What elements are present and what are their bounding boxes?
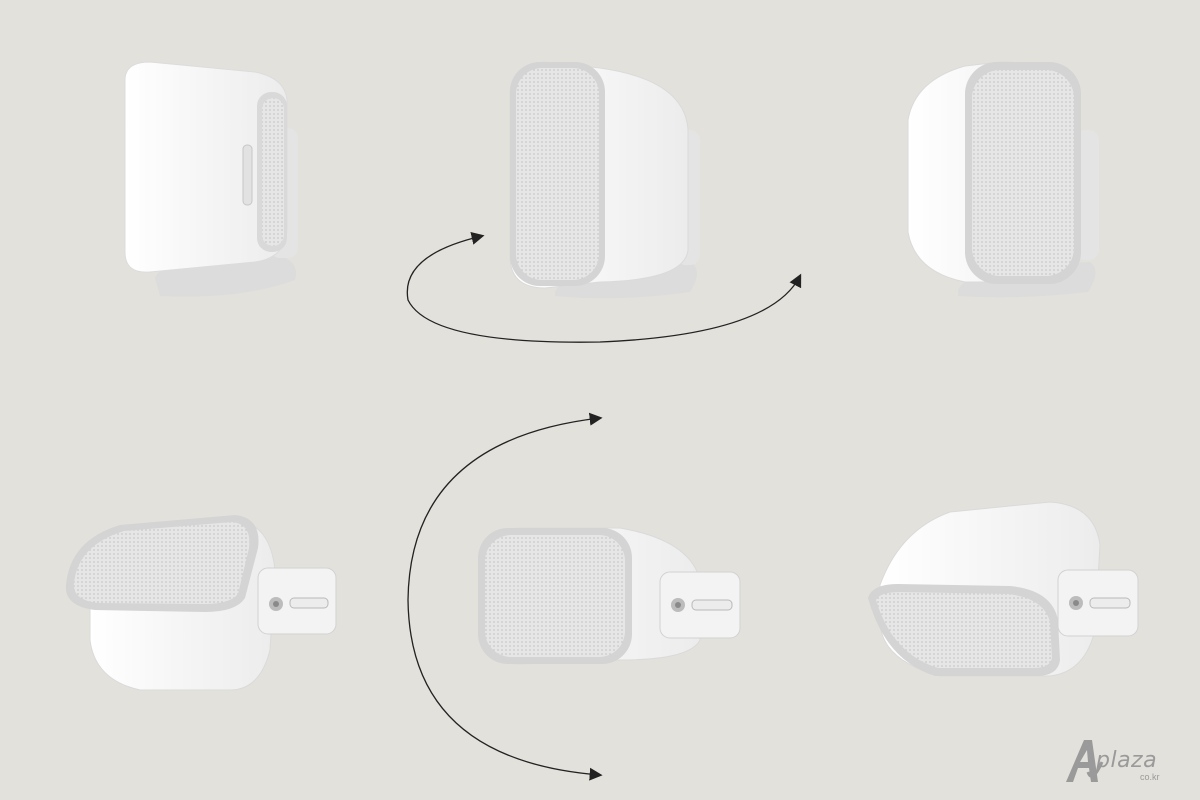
speaker-side-vertical — [124, 61, 298, 297]
speaker-horizontal-front — [478, 527, 741, 665]
speaker-horizontal-tilted-down — [868, 501, 1139, 677]
speaker-front-vertical — [509, 61, 700, 299]
watermark: plaza co.kr — [1062, 732, 1172, 788]
av-logo-icon — [1066, 740, 1104, 782]
vertical-rotation-arrow — [407, 412, 603, 781]
watermark-brand: plaza — [1096, 748, 1158, 773]
speaker-angled-vertical — [907, 61, 1099, 298]
speaker-horizontal-tilted-up — [65, 515, 337, 691]
watermark-domain: co.kr — [1140, 772, 1160, 782]
horizontal-rotation-arrow — [406, 232, 802, 343]
